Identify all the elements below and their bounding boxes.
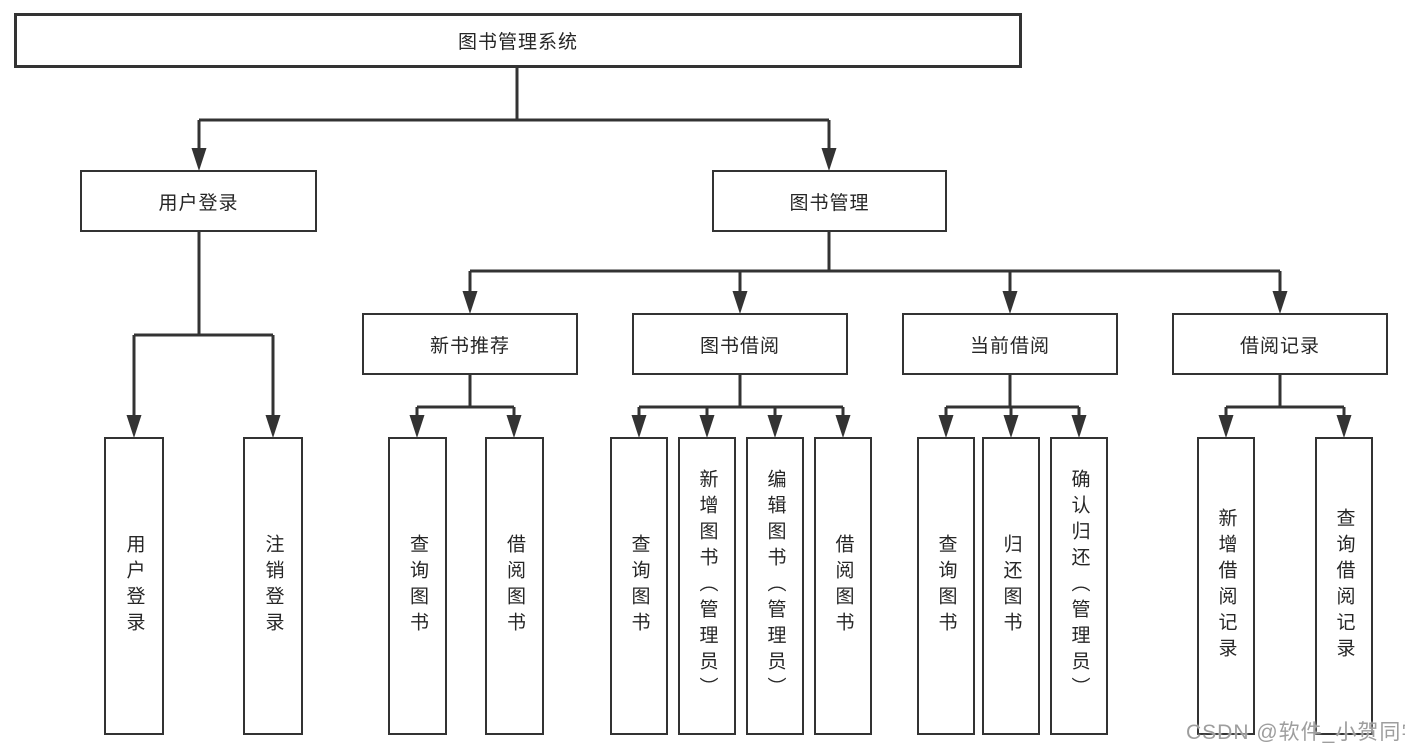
csdn-watermark: CSDN @软件_小贺同学 [1186,721,1405,744]
arrowhead [699,415,715,438]
node-book-management-label: 图书管理 [789,192,870,214]
node-current-borrow-label: 当前借阅 [969,335,1050,357]
leaf-add-book-admin: 新增图书（管理员） [678,437,736,735]
arrowhead [1002,291,1018,314]
arrowhead [1336,415,1352,438]
node-root: 图书管理系统 [14,13,1022,68]
leaf-edit-book-admin: 编辑图书（管理员） [746,437,804,735]
arrowhead [1003,415,1019,438]
arrowhead [1218,415,1234,438]
arrowhead [631,415,647,438]
leaf-query-books-recommend: 查询图书 [388,437,447,735]
node-new-book-recommend-label: 新书推荐 [429,335,510,357]
leaf-return-books: 归还图书 [982,437,1040,735]
leaf-query-books-borrow: 查询图书 [610,437,668,735]
node-root-label: 图书管理系统 [457,32,578,53]
arrowhead [835,415,851,438]
leaf-add-borrow-record: 新增借阅记录 [1197,437,1255,735]
arrowhead [506,415,522,438]
leaf-confirm-return-admin: 确认归还（管理员） [1050,437,1108,735]
leaf-add-book-admin-label: 新增图书（管理员） [696,469,718,703]
leaf-user-login: 用户登录 [104,437,164,735]
node-current-borrow: 当前借阅 [902,313,1118,375]
leaf-user-login-label: 用户登录 [123,534,145,638]
arrowhead [767,415,783,438]
arrowhead [1272,291,1288,314]
leaf-query-books-current: 查询图书 [917,437,975,735]
leaf-query-books-current-label: 查询图书 [935,534,957,638]
arrowhead [126,415,142,438]
leaf-borrow-books-label: 借阅图书 [832,534,854,638]
leaf-logout: 注销登录 [243,437,303,735]
leaf-confirm-return-admin-label: 确认归还（管理员） [1068,469,1090,703]
arrowhead [265,415,281,438]
node-user-login-label: 用户登录 [158,192,239,214]
leaf-return-books-label: 归还图书 [1000,534,1022,638]
connector-path [132,68,1346,419]
leaf-borrow-books-recommend-label: 借阅图书 [504,534,525,638]
arrowhead [732,291,748,314]
node-new-book-recommend: 新书推荐 [362,313,578,375]
leaf-query-borrow-record-label: 查询借阅记录 [1333,508,1355,664]
node-book-management: 图书管理 [712,170,947,232]
leaf-query-books-borrow-label: 查询图书 [628,534,650,638]
leaf-borrow-books-recommend: 借阅图书 [485,437,544,735]
leaf-query-borrow-record: 查询借阅记录 [1315,437,1373,735]
leaf-edit-book-admin-label: 编辑图书（管理员） [764,469,786,703]
node-borrow-records: 借阅记录 [1172,313,1388,375]
leaf-logout-label: 注销登录 [262,534,284,638]
node-book-borrow-label: 图书借阅 [699,335,780,357]
leaf-add-borrow-record-label: 新增借阅记录 [1215,508,1237,664]
leaf-query-books-recommend-label: 查询图书 [407,534,428,638]
arrowhead [821,148,837,171]
arrowhead [462,291,478,314]
arrowhead [409,415,425,438]
node-book-borrow: 图书借阅 [632,313,848,375]
arrowhead [1071,415,1087,438]
arrowheads [126,148,1352,438]
node-user-login: 用户登录 [80,170,317,232]
leaf-borrow-books: 借阅图书 [814,437,872,735]
arrowhead [191,148,207,171]
arrowhead [938,415,954,438]
node-borrow-records-label: 借阅记录 [1239,335,1320,357]
